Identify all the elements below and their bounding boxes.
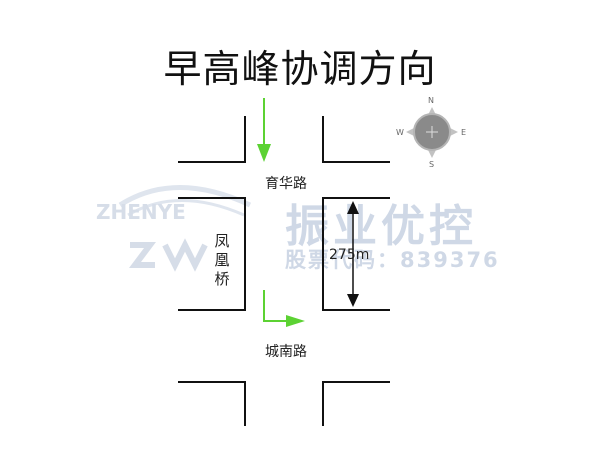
compass-east-label: E — [461, 128, 467, 137]
green-arrow-east — [263, 290, 305, 327]
distance-arrow — [347, 201, 359, 307]
block-bottom-right — [322, 381, 390, 426]
compass-south-label: S — [429, 160, 435, 169]
watermark-logo-text: ZHENYE — [96, 200, 186, 224]
block-top-right — [322, 116, 390, 163]
block-middle-left — [178, 197, 246, 311]
distance-label: 275m — [329, 247, 370, 263]
road-label-left: 凤凰桥 — [214, 232, 230, 288]
block-bottom-left — [178, 381, 246, 426]
compass-west-label: W — [396, 128, 404, 137]
watermark-brand: 振业优控 — [285, 201, 477, 252]
road-label-top: 育华路 — [265, 176, 307, 192]
green-arrow-down — [257, 98, 271, 162]
block-middle-right — [322, 197, 390, 311]
watermark-phone: 股票代码：839376 — [285, 248, 500, 272]
compass-north-label: N — [428, 96, 434, 105]
block-top-left — [178, 116, 246, 163]
diagram-title: 早高峰协调方向 — [163, 47, 437, 91]
road-label-bottom: 城南路 — [265, 344, 307, 360]
